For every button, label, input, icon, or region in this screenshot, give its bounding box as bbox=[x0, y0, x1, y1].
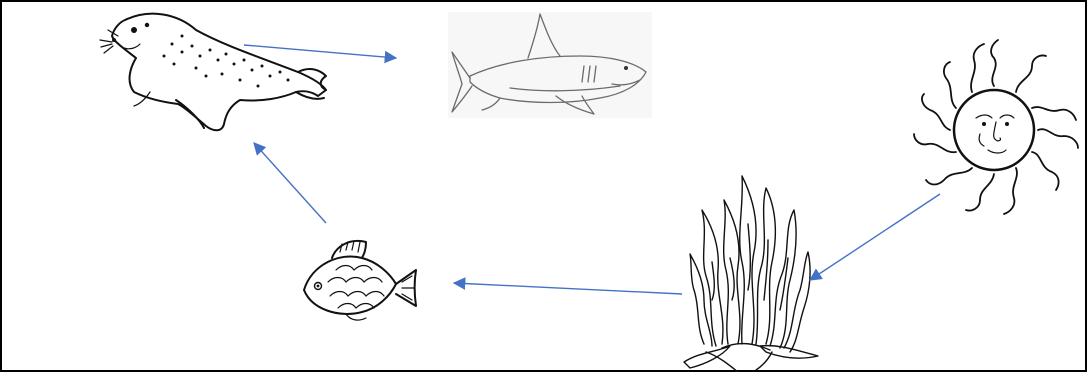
arrow-fish-to-seal bbox=[253, 142, 327, 224]
shark-icon bbox=[448, 12, 652, 118]
arrows bbox=[243, 44, 941, 295]
sun-icon bbox=[913, 39, 1079, 215]
seal-icon bbox=[99, 12, 327, 132]
arrow-sun-to-seaweed bbox=[808, 193, 941, 281]
arrow-seaweed-to-fish bbox=[452, 277, 683, 295]
seaweed-icon bbox=[683, 175, 819, 372]
arrow-seal-to-shark bbox=[243, 44, 398, 64]
fish-icon bbox=[303, 240, 417, 321]
